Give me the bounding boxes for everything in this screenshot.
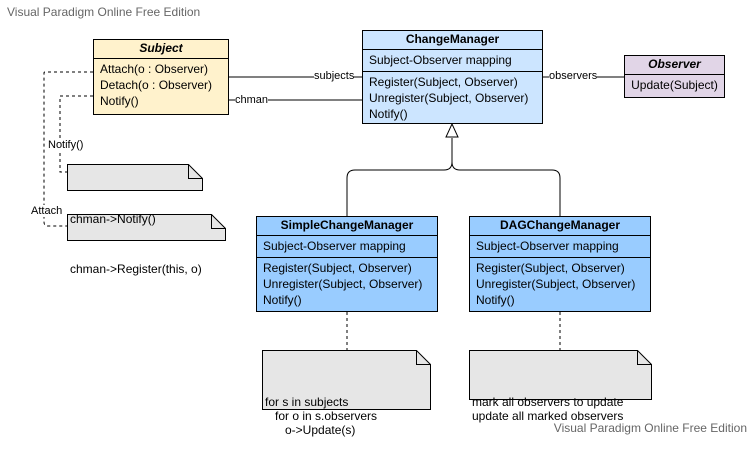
class-simple-change-manager[interactable]: SimpleChangeManager Subject-Observer map…: [256, 216, 438, 312]
edge-label-observers: observers: [549, 70, 598, 82]
class-observer-operations: Update(Subject): [625, 75, 724, 96]
operation: Notify(): [263, 293, 302, 307]
note-dag[interactable]: mark all observers to update update all …: [469, 350, 652, 423]
operation: Unregister(Subject, Observer): [263, 277, 423, 291]
edge-label-attach: Attach: [31, 205, 63, 217]
class-subject[interactable]: Subject Attach(o : Observer) Detach(o : …: [93, 39, 229, 115]
note-shape: [469, 350, 652, 400]
class-change-manager-name: ChangeManager: [363, 31, 542, 50]
note-shape: [67, 214, 226, 241]
class-dag-change-manager-attributes: Subject-Observer mapping: [470, 236, 650, 258]
class-observer[interactable]: Observer Update(Subject): [624, 55, 725, 98]
class-change-manager-attributes: Subject-Observer mapping: [363, 50, 542, 72]
note-register-text: chman->Register(this, o): [70, 262, 202, 276]
note-shape: [262, 350, 431, 410]
operation: Register(Subject, Observer): [476, 261, 625, 275]
class-observer-name: Observer: [625, 56, 724, 75]
watermark-top: Visual Paradigm Online Free Edition: [7, 5, 201, 19]
operation: Attach(o : Observer): [100, 62, 209, 76]
operation: Unregister(Subject, Observer): [476, 277, 636, 291]
class-dag-change-manager-name: DAGChangeManager: [470, 217, 650, 236]
note-register[interactable]: chman->Register(this, o): [67, 214, 226, 276]
class-change-manager[interactable]: ChangeManager Subject-Observer mapping R…: [362, 30, 543, 124]
note-notify-text: chman->Notify(): [70, 212, 156, 226]
operation: Register(Subject, Observer): [369, 75, 518, 89]
note-shape: [67, 164, 203, 191]
class-subject-operations: Attach(o : Observer) Detach(o : Observer…: [94, 59, 228, 112]
note-simple-text: for s in subjects for o in s.observers o…: [265, 395, 378, 437]
operation: Detach(o : Observer): [100, 78, 213, 92]
attribute: Subject-Observer mapping: [263, 239, 406, 253]
operation: Update(Subject): [631, 78, 718, 92]
operation: Notify(): [100, 94, 139, 108]
edge-label-notify: Notify(): [48, 139, 84, 151]
watermark-bottom: Visual Paradigm Online Free Edition: [553, 421, 747, 435]
note-notify[interactable]: chman->Notify(): [67, 164, 203, 226]
operation: Notify(): [369, 107, 408, 121]
class-dag-change-manager[interactable]: DAGChangeManager Subject-Observer mappin…: [469, 216, 651, 312]
class-change-manager-operations: Register(Subject, Observer) Unregister(S…: [363, 72, 542, 125]
edge-attach-note: [43, 71, 93, 227]
note-dag-text: mark all observers to update update all …: [472, 395, 624, 423]
operation: Register(Subject, Observer): [263, 261, 412, 275]
attribute: Subject-Observer mapping: [476, 239, 619, 253]
class-simple-change-manager-name: SimpleChangeManager: [257, 217, 437, 236]
operation: Notify(): [476, 293, 515, 307]
edge-notify-note: [59, 95, 93, 173]
class-dag-change-manager-operations: Register(Subject, Observer) Unregister(S…: [470, 258, 650, 311]
edge-generalization: [346, 138, 561, 216]
operation: Unregister(Subject, Observer): [369, 91, 529, 105]
class-subject-name: Subject: [94, 40, 228, 59]
note-simple[interactable]: for s in subjects for o in s.observers o…: [262, 350, 431, 437]
class-simple-change-manager-attributes: Subject-Observer mapping: [257, 236, 437, 258]
edge-label-chman: chman: [235, 94, 269, 106]
generalization-arrowhead: [445, 122, 459, 138]
attribute: Subject-Observer mapping: [369, 53, 512, 67]
class-simple-change-manager-operations: Register(Subject, Observer) Unregister(S…: [257, 258, 437, 311]
edge-label-subjects: subjects: [314, 70, 355, 82]
